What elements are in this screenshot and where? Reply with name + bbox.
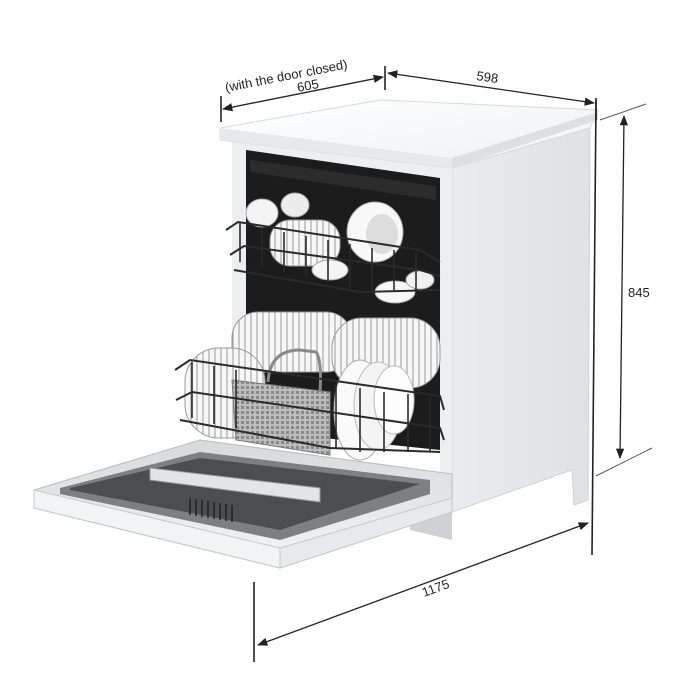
cutlery-basket: [231, 379, 331, 456]
dimension-height: 845: [591, 99, 653, 556]
side-panel: [451, 127, 591, 513]
height-value: 845: [628, 285, 650, 300]
open-door: [33, 439, 453, 569]
door-lower-tray: [149, 467, 321, 503]
width-value: 598: [476, 68, 500, 86]
lower-rack: [174, 311, 445, 461]
depth-closed-note: (with the door closed): [224, 57, 349, 95]
upper-rack: [225, 192, 441, 304]
depth-closed-value: 605: [296, 76, 320, 95]
depth-open-value: 1175: [420, 576, 451, 600]
